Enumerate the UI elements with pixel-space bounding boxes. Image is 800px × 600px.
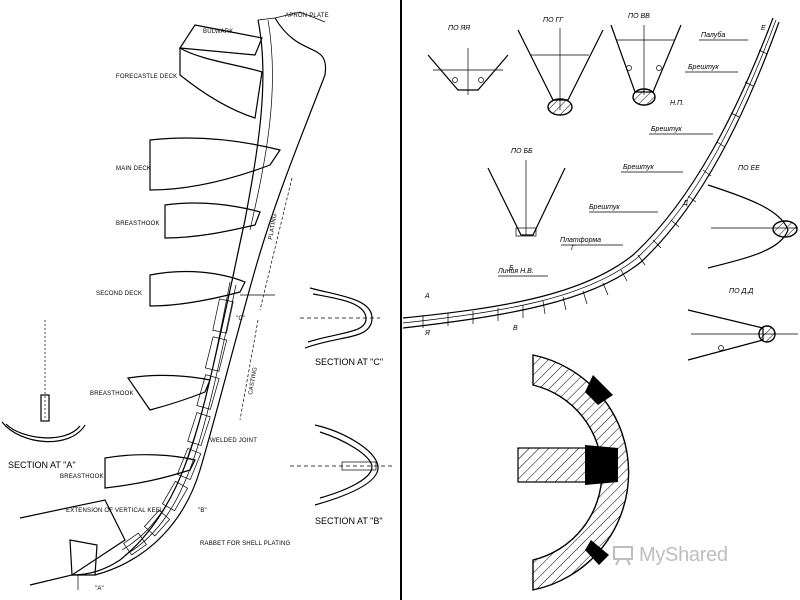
label-platforma: Платформа <box>560 237 601 244</box>
ru-labels: Палуба Брештук Н.П. Брештук Брештук Бреш… <box>424 25 766 337</box>
ru-section-vv <box>610 24 682 106</box>
ru-section-bb <box>487 160 566 237</box>
section-a-figure <box>1 320 86 443</box>
deck-plates <box>104 24 281 489</box>
label-casting: CASTING <box>248 367 259 396</box>
label-breshtuk-4: Брештук <box>589 204 620 211</box>
watermark: MyShared <box>612 540 782 570</box>
label-v: В <box>513 325 518 332</box>
marker-c: "C" <box>236 316 245 322</box>
title-section-dd: ПО Д,Д <box>729 288 753 295</box>
ru-hatched-detail <box>517 354 630 591</box>
plating-casting-lines <box>239 177 293 421</box>
marker-b: "B" <box>198 508 207 514</box>
russian-stem-diagram: ПО ЯЯ ПО ГГ ПО ВВ ПО ББ ПО ЕЕ ПО Д,Д Пал… <box>403 13 798 591</box>
ru-stem-frames <box>422 49 768 328</box>
section-c-caption: SECTION AT "C" <box>315 357 383 367</box>
label-plating: PLATING <box>268 213 279 240</box>
section-a-caption: SECTION AT "A" <box>8 460 76 470</box>
label-breasthook-1: BREASTHOOK <box>116 221 160 227</box>
label-np: Н.П. <box>670 100 684 107</box>
english-stem-diagram: BULWARK APRON PLATE FORECASTLE DECK MAIN… <box>1 11 392 592</box>
section-c-figure <box>300 287 380 349</box>
label-bulwark: BULWARK <box>203 29 233 35</box>
label-b: Б <box>509 265 514 272</box>
label-main-deck: MAIN DECK <box>116 166 151 172</box>
title-section-bb: ПО ББ <box>511 148 533 155</box>
label-breasthook-2: BREASTHOOK <box>90 391 134 397</box>
ru-stem-outline <box>403 17 780 329</box>
stem-lightening-holes <box>123 298 234 556</box>
label-welded-joint: WELDED JOINT <box>210 438 257 444</box>
ru-section-yaya <box>427 48 509 95</box>
ru-section-titles: ПО ЯЯ ПО ГГ ПО ВВ ПО ББ ПО ЕЕ ПО Д,Д <box>448 13 760 295</box>
ru-section-gg <box>517 28 604 116</box>
section-captions: SECTION AT "A" SECTION AT "C" SECTION AT… <box>8 357 383 526</box>
left-labels: BULWARK APRON PLATE FORECASTLE DECK MAIN… <box>60 13 329 592</box>
label-breshtuk-2: Брештук <box>651 126 682 133</box>
label-extension-keel: EXTENSION OF VERTICAL KEEL <box>66 508 164 514</box>
presentation-board-icon <box>613 546 633 566</box>
label-liniya-nv: Линия Н.В. <box>497 268 534 275</box>
panel-divider <box>400 0 402 600</box>
label-apron-plate: APRON PLATE <box>285 13 329 19</box>
label-breshtuk-1: Брештук <box>688 64 719 71</box>
section-b-figure <box>290 424 392 506</box>
section-b-caption: SECTION AT "B" <box>315 516 383 526</box>
title-section-gg: ПО ГГ <box>543 17 564 24</box>
label-g: Г <box>571 245 576 252</box>
label-palub: Палуба <box>701 31 725 39</box>
label-breshtuk-3: Брештук <box>623 164 654 171</box>
watermark-text: MyShared <box>639 543 728 566</box>
label-d: Д <box>682 200 688 207</box>
label-rabbet: RABBET FOR SHELL PLATING <box>200 541 291 547</box>
label-forecastle-deck: FORECASTLE DECK <box>116 74 177 80</box>
label-a: А <box>424 293 430 300</box>
marker-a: "A" <box>95 586 104 592</box>
label-ya: Я <box>424 330 430 337</box>
ru-section-ee <box>707 184 798 269</box>
title-section-ee: ПО ЕЕ <box>738 165 760 172</box>
title-section-vv: ПО ВВ <box>628 13 650 20</box>
english-stem-diagram-panel: BULWARK APRON PLATE FORECASTLE DECK MAIN… <box>1 11 392 592</box>
title-section-yaya: ПО ЯЯ <box>448 25 470 32</box>
ru-leader-lines <box>498 39 748 277</box>
ru-section-dd <box>687 309 798 361</box>
label-second-deck: SECOND DECK <box>96 291 142 297</box>
label-e: Е <box>761 25 766 32</box>
russian-stem-diagram-panel: ПО ЯЯ ПО ГГ ПО ВВ ПО ББ ПО ЕЕ ПО Д,Д Пал… <box>403 0 800 600</box>
keel-extension <box>19 499 126 590</box>
label-breasthook-3: BREASTHOOK <box>60 474 104 480</box>
label-apron-plate-text: APRON PLATE <box>285 13 329 19</box>
